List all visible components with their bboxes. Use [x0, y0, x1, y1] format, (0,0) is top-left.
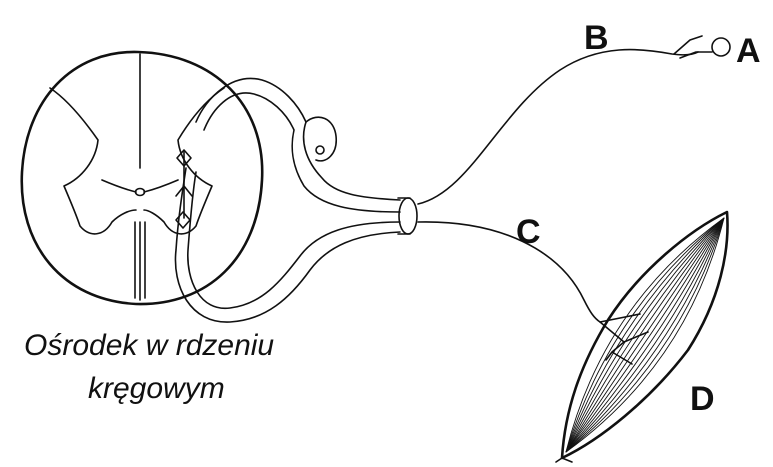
label-c: C: [516, 213, 541, 251]
caption-line-2: kręgowym: [88, 372, 225, 405]
nerve-roots: [175, 79, 417, 323]
motor-nerve-fiber: [418, 222, 600, 322]
muscle-d: [556, 212, 728, 462]
caption-line-1: Ośrodek w rdzeniu: [24, 329, 274, 362]
central-canal: [136, 189, 145, 196]
label-a: A: [736, 32, 761, 70]
dorsal-root-outer: [196, 79, 400, 200]
sensory-nerve-fiber: [418, 50, 698, 204]
grey-matter-butterfly: [50, 88, 224, 234]
spinal-nerve-cut-end: [399, 198, 417, 234]
label-d: D: [690, 380, 715, 418]
spinal-cord-outline: [22, 52, 262, 304]
sensory-pathway: [418, 36, 730, 204]
interneuron-line: [176, 152, 192, 218]
ganglion-cell-body: [316, 146, 324, 154]
receptor-a: [712, 38, 730, 56]
spinal-cord-cross-section: [22, 52, 262, 304]
label-b: B: [584, 19, 609, 57]
ventral-root-outer: [188, 172, 400, 308]
dorsal-root-inner: [204, 93, 400, 212]
muscle-tendon: [556, 458, 572, 462]
